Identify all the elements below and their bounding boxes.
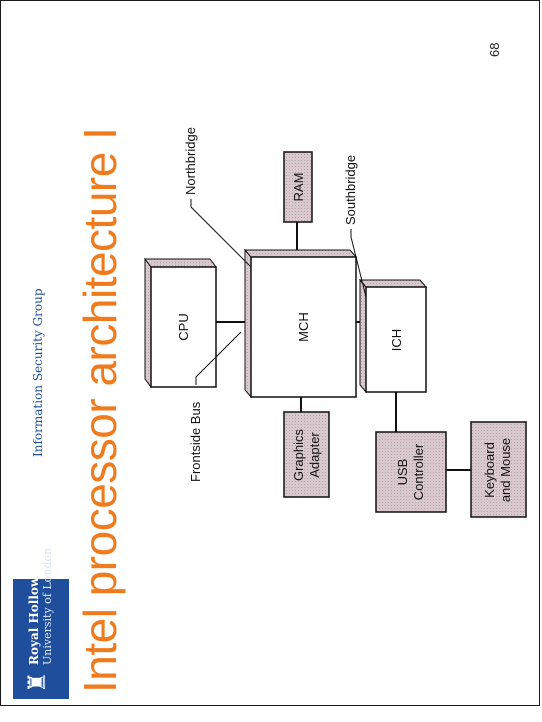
cpu-box: CPU bbox=[144, 257, 217, 389]
ram-box: RAM bbox=[283, 151, 313, 223]
keyboard-mouse-box: Keyboard and Mouse bbox=[470, 421, 527, 518]
cpu-label: CPU bbox=[176, 313, 191, 340]
ich-box: ICH bbox=[358, 278, 428, 394]
keyboard-label-1: Keyboard bbox=[482, 442, 497, 498]
architecture-diagram: CPU MCH RAM Graphics Adapter bbox=[144, 127, 527, 518]
slide-canvas: ♜ Royal Holloway University of London In… bbox=[1, 1, 541, 707]
mch-label: MCH bbox=[296, 312, 311, 342]
graphics-label-2: Adapter bbox=[307, 432, 322, 478]
usb-controller-box: USB Controller bbox=[375, 431, 447, 513]
ich-label: ICH bbox=[389, 329, 404, 351]
northbridge-callout: Northbridge bbox=[183, 127, 198, 195]
frontside-bus-callout: Frontside Bus bbox=[188, 401, 203, 482]
usb-label-1: USB bbox=[395, 459, 410, 486]
graphics-adapter-box: Graphics Adapter bbox=[283, 411, 330, 498]
graphics-label-1: Graphics bbox=[291, 428, 306, 481]
ram-label: RAM bbox=[291, 173, 306, 202]
mch-box: MCH bbox=[243, 248, 358, 399]
usb-label-2: Controller bbox=[411, 443, 426, 500]
southbridge-leader bbox=[350, 229, 367, 298]
keyboard-label-2: and Mouse bbox=[498, 438, 513, 502]
southbridge-callout: Southbridge bbox=[343, 155, 358, 225]
slide-frame: ♜ Royal Holloway University of London In… bbox=[0, 0, 540, 706]
frontside-bus-leader bbox=[195, 331, 242, 385]
northbridge-leader bbox=[190, 199, 252, 268]
